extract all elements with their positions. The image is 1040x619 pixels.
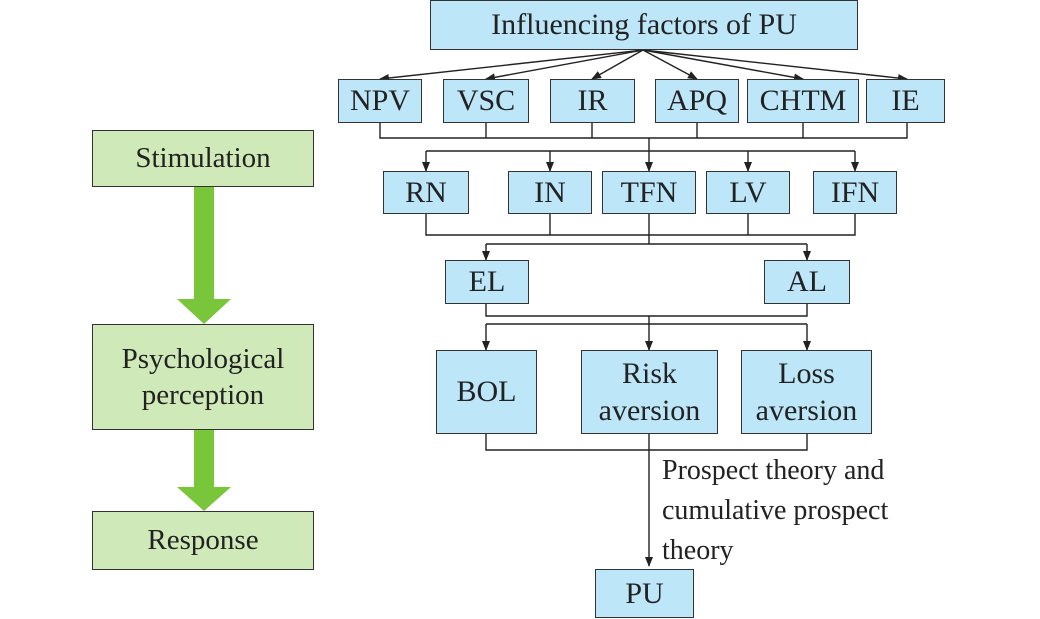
distribute-to-attitudes: [482, 316, 811, 351]
node-influencing-factors: Influencing factors of PU: [430, 0, 858, 50]
factor-label: CHTM: [759, 84, 847, 118]
stage-psychological-perception: Psychological perception: [92, 324, 314, 430]
intermediate-node: RN: [383, 171, 469, 214]
level-node-al: AL: [764, 260, 850, 304]
node-pu-output-label: PU: [625, 576, 664, 610]
factor-node: IR: [550, 79, 635, 123]
factor-label: IE: [891, 84, 920, 118]
factor-node: APQ: [655, 79, 739, 123]
node-influencing-factors-label: Influencing factors of PU: [491, 8, 797, 42]
factor-label: NPV: [349, 84, 410, 118]
merge-intermediates: [425, 214, 856, 236]
merge-attitudes-to-pu: [485, 434, 808, 567]
intermediate-label: LV: [729, 175, 767, 209]
attitude-node-bol: BOL: [436, 350, 537, 434]
stage-arrow-2: [177, 430, 231, 511]
distribute-to-intermediates: [422, 138, 859, 172]
level-label: AL: [787, 265, 827, 299]
stage-perception-label: Psychological perception: [121, 342, 285, 411]
stage-stimulation: Stimulation: [92, 130, 314, 187]
intermediate-node: TFN: [602, 171, 696, 214]
attitude-label: Risk aversion: [598, 356, 701, 428]
node-pu-output: PU: [595, 569, 694, 618]
attitude-label: BOL: [456, 375, 517, 409]
intermediate-label: IN: [534, 175, 566, 209]
stage-response-label: Response: [147, 524, 259, 557]
theory-annotation: Prospect theory and cumulative prospect …: [662, 455, 889, 566]
intermediate-node: LV: [706, 171, 790, 214]
factor-label: IR: [577, 84, 608, 118]
factor-node: VSC: [443, 79, 529, 123]
merge-factors: [379, 123, 908, 139]
factor-node: NPV: [338, 79, 422, 123]
intermediate-node: IFN: [813, 171, 897, 214]
attitude-node-loss-aversion: Loss aversion: [741, 350, 872, 434]
level-node-el: EL: [445, 260, 529, 304]
distribute-to-levels: [482, 235, 811, 261]
intermediate-label: RN: [405, 175, 447, 209]
factor-node: CHTM: [747, 79, 859, 123]
stage-stimulation-label: Stimulation: [135, 142, 271, 175]
attitude-node-risk-aversion: Risk aversion: [581, 350, 718, 434]
level-label: EL: [468, 265, 506, 299]
factor-label: APQ: [666, 84, 727, 118]
stage-response: Response: [92, 511, 314, 570]
intermediate-node: IN: [508, 171, 592, 214]
fanout-top-to-factors: [379, 49, 908, 82]
stage-arrow-1: [177, 187, 231, 324]
intermediate-label: IFN: [830, 175, 880, 209]
factor-label: VSC: [456, 84, 516, 118]
attitude-label: Loss aversion: [755, 356, 858, 428]
intermediate-label: TFN: [620, 175, 678, 209]
factor-node: IE: [866, 79, 945, 123]
merge-levels: [485, 304, 808, 317]
